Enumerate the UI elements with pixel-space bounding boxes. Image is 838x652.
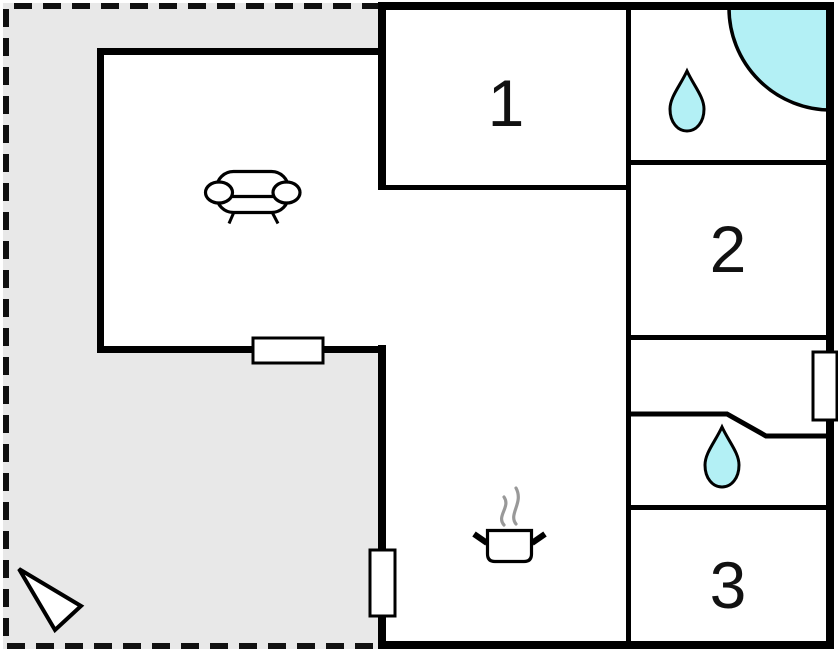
bathroom-top-wall-bottom xyxy=(629,160,829,165)
water-drop-icon xyxy=(703,423,741,489)
pot-body xyxy=(485,528,534,564)
room-labels: 1 2 3 xyxy=(488,66,747,622)
exterior-wall-left-lower xyxy=(378,345,386,649)
steam-icon xyxy=(512,486,520,526)
room-1-label: 1 xyxy=(488,66,525,140)
partition-wall-vertical xyxy=(626,6,631,643)
exterior-wall-left-upper xyxy=(378,2,386,190)
pot-handle-left xyxy=(472,531,489,546)
bathroom-middle-wall-angled xyxy=(628,411,830,439)
kitchen-door-icon xyxy=(368,548,397,618)
sofa-leg-right xyxy=(270,211,280,225)
water-drops xyxy=(668,67,741,489)
corner-shower-icon xyxy=(727,7,832,112)
hallway-window-icon xyxy=(811,350,838,422)
living-room-window-icon xyxy=(251,336,325,365)
pot-handle-right xyxy=(530,531,547,546)
room-2-label: 2 xyxy=(710,212,747,286)
living-room-wall-bottom xyxy=(97,346,386,353)
room-3-label: 3 xyxy=(710,548,747,622)
sofa-armrest-left xyxy=(203,180,235,205)
shower-arc xyxy=(727,7,832,112)
steam-icon xyxy=(500,495,508,527)
sofa-icon xyxy=(203,169,302,225)
north-arrow-icon xyxy=(17,567,85,634)
sofa-armrest-right xyxy=(271,180,302,205)
exterior-wall-right xyxy=(826,2,834,649)
walls xyxy=(97,2,834,649)
water-drop-icon xyxy=(668,67,706,133)
living-room-wall-top xyxy=(97,48,386,55)
cooking-pot-icon xyxy=(472,486,547,564)
openings xyxy=(251,336,838,618)
bedroom1-wall-bottom xyxy=(382,185,631,190)
living-room-wall-left xyxy=(97,48,104,353)
exterior-wall-top xyxy=(378,2,834,10)
exterior-wall-bottom xyxy=(378,641,834,649)
terrace-dashed-boundary xyxy=(3,3,380,649)
shower-basin xyxy=(729,8,831,110)
bathroom-middle-wall-bottom xyxy=(629,505,829,510)
sofa-leg-left xyxy=(227,211,236,225)
bedroom2-wall-bottom xyxy=(629,335,829,340)
